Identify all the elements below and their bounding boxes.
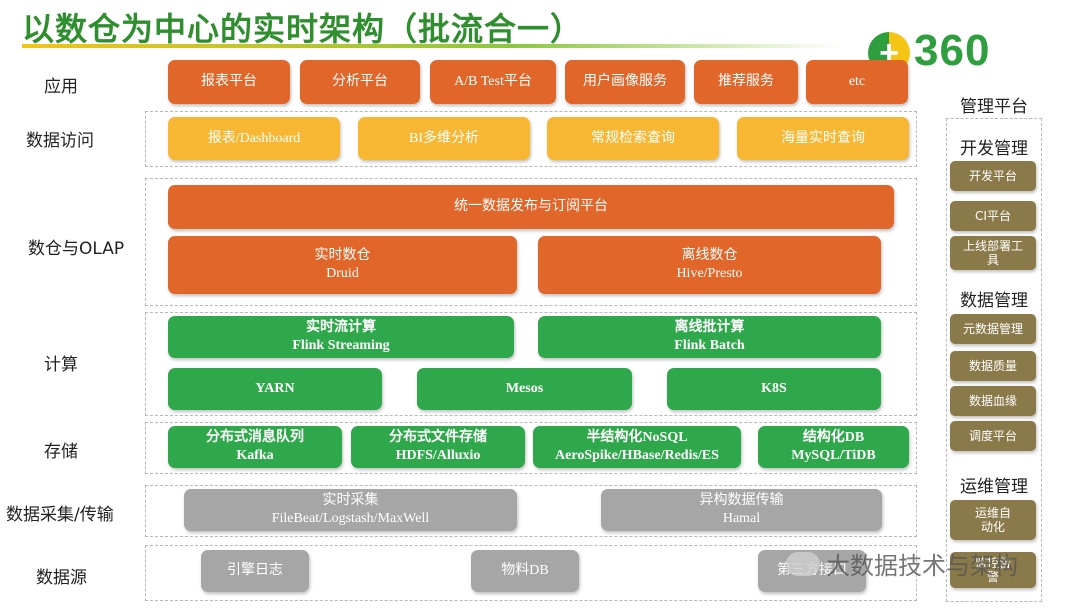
access-frame: [145, 111, 917, 167]
box-subtitle: MySQL/TiDB: [791, 448, 876, 463]
box-title: 分布式文件存储: [389, 430, 487, 445]
box-subtitle: Hive/Presto: [676, 266, 743, 281]
watermark-text: 大数据技术与架构: [826, 552, 1018, 580]
box-title: 实时流计算: [306, 320, 376, 335]
olap-frame: [145, 178, 917, 306]
k8s-box: K8S: [667, 368, 881, 410]
mgmt-item: 数据质量: [950, 351, 1036, 381]
realtime-warehouse-box: 实时数仓 Druid: [168, 236, 517, 294]
layer-label-ingest: 数据采集/传输: [6, 505, 114, 525]
access-box: 海量实时查询: [737, 117, 909, 160]
publish-subscribe-box: 统一数据发布与订阅平台: [168, 185, 894, 229]
source-frame: [145, 545, 917, 601]
box-title: 离线数仓: [681, 248, 738, 263]
page-title: 以数仓为中心的实时架构（批流合一）: [22, 10, 584, 48]
access-box: BI多维分析: [358, 117, 530, 160]
mgmt-item: 开发平台: [950, 161, 1036, 191]
mgmt-item: CI平台: [950, 201, 1036, 231]
box-subtitle: Druid: [326, 266, 359, 281]
mesos-box: Mesos: [417, 368, 632, 410]
management-frame: [946, 118, 1042, 602]
wechat-icon: [786, 552, 820, 576]
compute-frame: [145, 312, 917, 416]
app-box: A/B Test平台: [430, 60, 556, 104]
app-box: 推荐服务: [694, 60, 798, 104]
layer-label-source: 数据源: [36, 568, 87, 588]
logo-text: 360: [914, 26, 991, 75]
storage-frame: [145, 422, 917, 474]
box-subtitle: AeroSpike/HBase/Redis/ES: [555, 448, 719, 463]
box-subtitle: Hamal: [722, 511, 761, 526]
mgmt-item: 调度平台: [950, 421, 1036, 451]
ops-management-head: 运维管理: [960, 477, 1028, 497]
offline-warehouse-box: 离线数仓 Hive/Presto: [538, 236, 881, 294]
app-box: 分析平台: [300, 60, 420, 104]
storage-box: 半结构化NoSQL AeroSpike/HBase/Redis/ES: [533, 426, 741, 468]
stream-compute-box: 实时流计算 Flink Streaming: [168, 316, 514, 358]
access-box: 报表/Dashboard: [168, 117, 340, 160]
mgmt-item: 上线部署工具: [950, 236, 1036, 270]
yarn-box: YARN: [168, 368, 382, 410]
app-box: etc: [806, 60, 908, 104]
layer-label-app: 应用: [44, 77, 78, 97]
storage-box: 结构化DB MySQL/TiDB: [758, 426, 909, 468]
mgmt-item: 监控告警: [950, 552, 1036, 588]
layer-label-olap: 数仓与OLAP: [28, 239, 125, 259]
storage-box: 分布式消息队列 Kafka: [168, 426, 342, 468]
title-underline: [22, 44, 842, 48]
box-subtitle: Flink Batch: [674, 338, 745, 353]
realtime-ingest-box: 实时采集 FileBeat/Logstash/MaxWell: [184, 489, 517, 531]
ingest-frame: [145, 485, 917, 537]
mgmt-item: 运维自动化: [950, 500, 1036, 540]
box-title: 分布式消息队列: [206, 430, 304, 445]
layer-label-compute: 计算: [44, 355, 78, 375]
hetero-transfer-box: 异构数据传输 Hamal: [601, 489, 882, 531]
layer-label-access: 数据访问: [26, 131, 94, 151]
box-title: 实时采集: [322, 493, 379, 508]
layer-label-storage: 存储: [44, 442, 78, 462]
app-box: 用户画像服务: [565, 60, 685, 104]
data-management-head: 数据管理: [960, 291, 1028, 311]
box-title: 实时数仓: [314, 248, 371, 263]
box-title: 离线批计算: [674, 320, 745, 335]
batch-compute-box: 离线批计算 Flink Batch: [538, 316, 881, 358]
box-title: 结构化DB: [802, 430, 865, 445]
box-subtitle: FileBeat/Logstash/MaxWell: [271, 511, 430, 526]
box-subtitle: Flink Streaming: [292, 338, 390, 353]
box-subtitle: Kafka: [236, 448, 274, 463]
source-box: 引擎日志: [201, 550, 309, 592]
management-title: 管理平台: [960, 97, 1028, 117]
dev-management-head: 开发管理: [960, 139, 1028, 159]
source-box: 物料DB: [471, 550, 579, 592]
box-title: 异构数据传输: [699, 493, 784, 508]
app-box: 报表平台: [168, 60, 290, 104]
box-subtitle: HDFS/Alluxio: [395, 448, 481, 463]
mgmt-item: 元数据管理: [950, 314, 1036, 344]
mgmt-item: 数据血缘: [950, 386, 1036, 416]
box-title: 半结构化NoSQL: [586, 430, 688, 445]
storage-box: 分布式文件存储 HDFS/Alluxio: [351, 426, 525, 468]
access-box: 常规检索查询: [547, 117, 719, 160]
